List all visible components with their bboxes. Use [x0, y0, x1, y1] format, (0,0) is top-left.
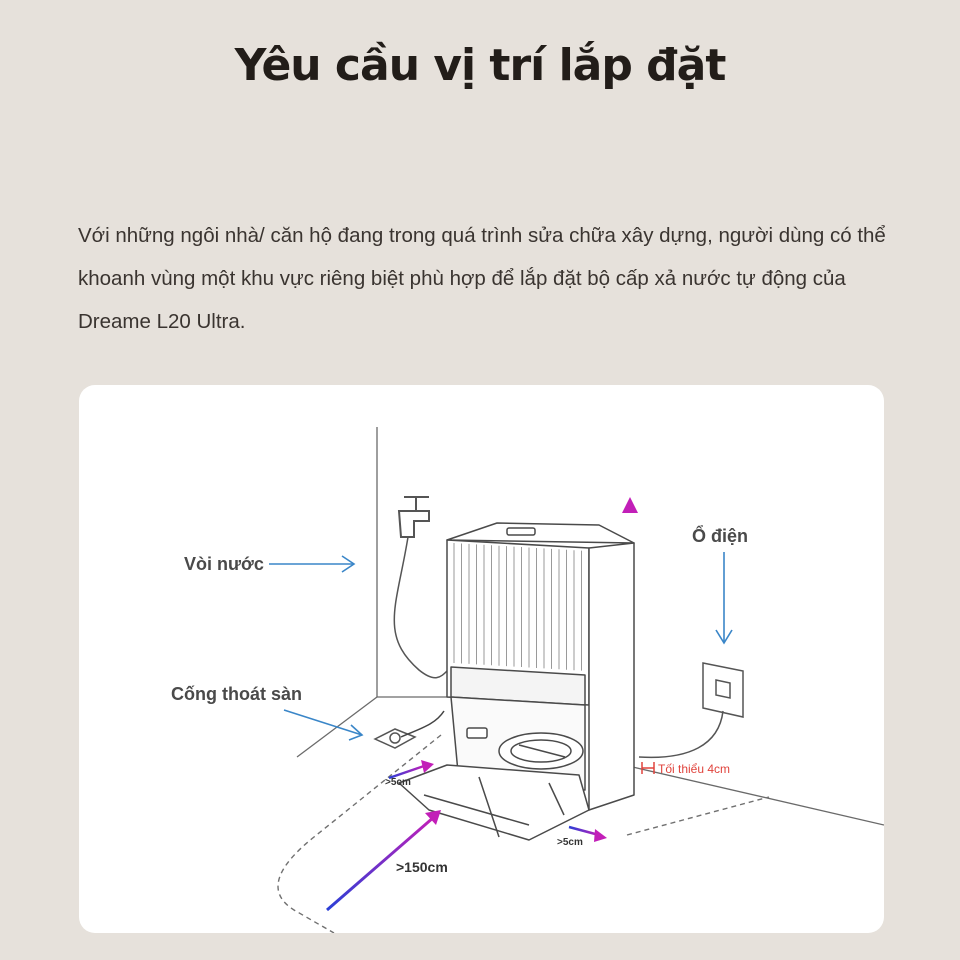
- front-gap-label: >150cm: [396, 859, 448, 875]
- installation-diagram-card: Vòi nước Cống thoát sàn Ổ điện Tối thiểu…: [79, 385, 884, 933]
- outlet-label: Ổ điện: [692, 525, 748, 546]
- right-gap-label: >5cm: [557, 837, 583, 848]
- faucet-label: Vòi nước: [184, 554, 264, 574]
- base-station-slats: [453, 543, 582, 671]
- intro-paragraph: Với những ngôi nhà/ căn hộ đang trong qu…: [78, 224, 886, 333]
- faucet-icon: [397, 496, 430, 538]
- drain-label: Cống thoát sàn: [171, 684, 302, 704]
- installation-diagram: Vòi nước Cống thoát sàn Ổ điện Tối thiểu…: [171, 427, 884, 933]
- drain-hose: [400, 710, 445, 738]
- base-station-illustration: [398, 522, 635, 841]
- water-inlet-hose: [393, 536, 448, 679]
- power-cord: [638, 710, 724, 759]
- floor-clearance-zone: [277, 734, 770, 933]
- side-gap-label: >5cm: [385, 777, 411, 788]
- clearance-arrows: [326, 497, 655, 912]
- label-pointer-arrows: [269, 552, 733, 741]
- power-outlet-icon: [702, 662, 744, 718]
- page-title: Yêu cầu vị trí lắp đặt: [234, 40, 727, 91]
- min-gap-label: Tối thiểu 4cm: [658, 762, 730, 776]
- floor-drain-icon: [373, 728, 417, 749]
